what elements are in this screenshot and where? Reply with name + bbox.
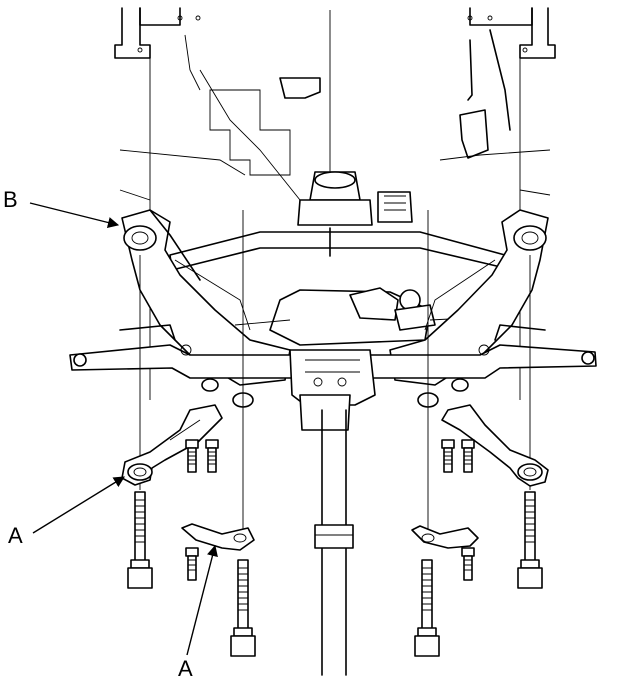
callout-label-b: B <box>3 187 18 212</box>
differential-assembly <box>234 171 471 346</box>
left-small-bolts <box>185 439 219 473</box>
callout-label-a-left: A <box>8 523 23 548</box>
left-inner-long-bolt <box>230 559 256 657</box>
callout-leader-arrows <box>29 202 218 656</box>
left-short-bolt <box>185 547 199 581</box>
right-subframe-arm <box>389 209 549 386</box>
exhaust-pipe <box>314 409 354 676</box>
right-short-bolt <box>461 547 475 581</box>
subframe-crossmember <box>169 227 506 271</box>
right-inner-long-bolt <box>414 559 440 657</box>
right-outer-long-bolt <box>517 491 543 589</box>
left-stiffener-bracket <box>121 404 223 486</box>
alignment-lines <box>139 210 531 530</box>
callout-label-a-bottom: A <box>178 656 193 681</box>
right-lower-bracket-plate <box>411 525 479 549</box>
center-mount-bracket <box>289 349 376 431</box>
left-lower-bracket-plate <box>181 523 255 551</box>
right-small-bolts <box>441 439 475 473</box>
right-stiffener-bracket <box>441 404 549 487</box>
left-outer-long-bolt <box>127 491 153 589</box>
